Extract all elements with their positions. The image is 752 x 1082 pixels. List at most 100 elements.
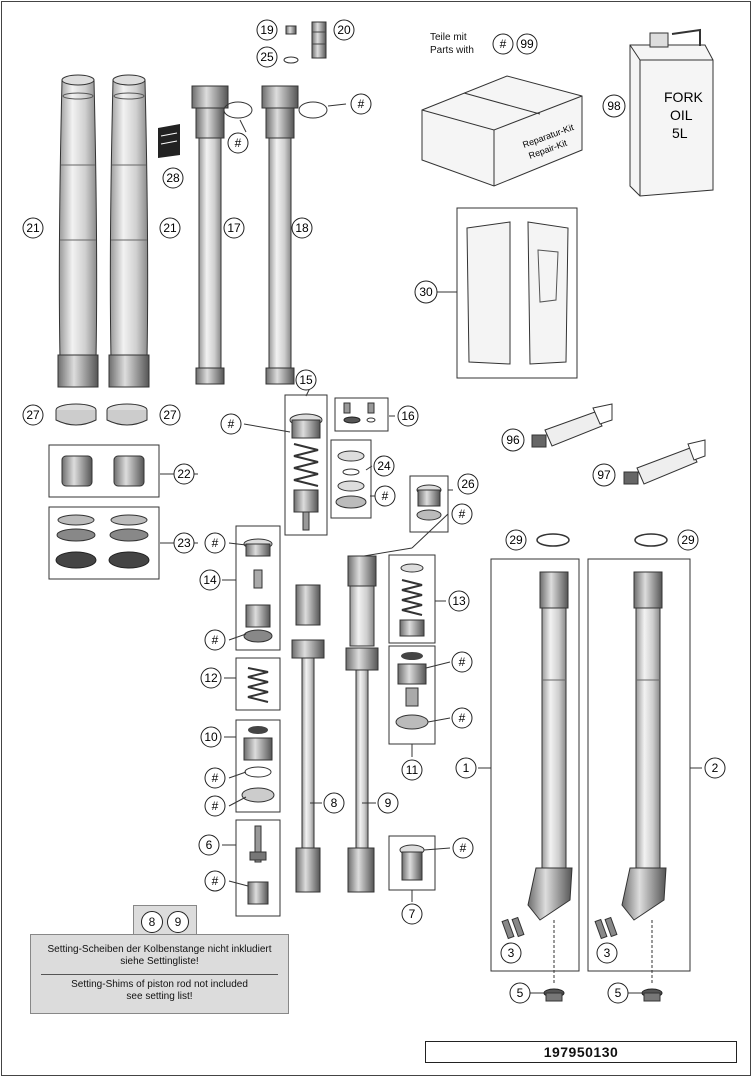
note-divider [41, 974, 278, 975]
svg-text:#: # [459, 711, 466, 725]
callout-2: 2 [704, 757, 726, 779]
callout-15: 15 [295, 369, 317, 391]
svg-text:29: 29 [681, 533, 695, 547]
oil-label-1: FORK [664, 89, 704, 105]
callout-hash-24: # [374, 485, 396, 507]
svg-text:27: 27 [26, 408, 40, 422]
piston-rod-9 [345, 555, 379, 893]
note-ref-8: 8 [141, 911, 163, 933]
fork-leg-1 [527, 571, 573, 985]
fork-bushings-27 [55, 403, 148, 426]
svg-text:21: 21 [26, 221, 40, 235]
svg-text:#: # [382, 489, 389, 503]
svg-text:21: 21 [163, 221, 177, 235]
kit-label-en: Parts with [430, 45, 474, 56]
svg-text:1: 1 [463, 761, 470, 775]
piston-rod-8 [291, 584, 325, 893]
svg-text:16: 16 [401, 409, 415, 423]
callout-29-left: 29 [505, 529, 527, 551]
spring-12 [247, 667, 269, 703]
svg-text:2: 2 [712, 761, 719, 775]
note-de-line1: Setting-Scheiben der Kolbenstange nicht … [47, 944, 272, 955]
svg-text:25: 25 [260, 50, 274, 64]
callout-27-left: 27 [22, 404, 44, 426]
piston-parts-10 [241, 726, 275, 803]
damper-assembly-15 [289, 413, 323, 531]
svg-text:#: # [212, 536, 219, 550]
note-ref-9: 9 [167, 911, 189, 933]
callout-28: 28 [162, 167, 184, 189]
spring-13 [399, 563, 425, 637]
callout-14: 14 [199, 569, 221, 591]
kit-label: Teile mit Parts with [430, 31, 474, 57]
kit-label-de: Teile mit [430, 32, 467, 43]
rings-24 [335, 450, 367, 509]
callout-17: 17 [223, 217, 245, 239]
plug-7 [399, 844, 425, 881]
outer-tube-left [57, 74, 99, 388]
screw-set-box-16 [334, 397, 389, 432]
svg-text:3: 3 [508, 946, 515, 960]
needle-parts-6 [247, 825, 269, 905]
callout-hash-10a: # [204, 767, 226, 789]
svg-text:19: 19 [260, 23, 274, 37]
callout-hash-11a: # [451, 651, 473, 673]
svg-text:97: 97 [597, 468, 611, 482]
callout-hash-11b: # [451, 707, 473, 729]
svg-text:#: # [235, 136, 242, 150]
svg-text:23: 23 [177, 536, 191, 550]
svg-text:24: 24 [377, 459, 391, 473]
svg-text:3: 3 [604, 946, 611, 960]
callout-25: 25 [256, 46, 278, 68]
o-ring-18 [298, 101, 328, 119]
callout-hash-7: # [452, 837, 474, 859]
callout-circles: 19 20 25 # # 28 21 21 17 18 98 30 15 27 … [22, 19, 726, 1004]
svg-text:8: 8 [331, 796, 338, 810]
callout-7: 7 [401, 903, 423, 925]
note-reference-box: 8 9 [133, 905, 197, 935]
callout-23: 23 [173, 532, 195, 554]
svg-text:#: # [459, 507, 466, 521]
note-en-line1: Setting-Shims of piston rod not included [71, 979, 248, 990]
callout-21-right: 21 [159, 217, 181, 239]
repair-kit-box: Reparatur-Kit Repair-Kit [421, 75, 583, 187]
callout-99: 99 [516, 33, 538, 55]
cartridge-tube-18 [261, 85, 299, 385]
note-en-line2: see setting list! [126, 991, 193, 1002]
compression-parts-14 [243, 538, 273, 643]
o-ring-17 [223, 101, 253, 119]
callout-hash-10b: # [204, 795, 226, 817]
grease-tube-96 [531, 403, 613, 448]
setting-note: Setting-Scheiben der Kolbenstange nicht … [30, 934, 289, 1014]
bolts-3-right [594, 916, 618, 940]
svg-text:10: 10 [204, 730, 218, 744]
callout-12: 12 [200, 667, 222, 689]
svg-text:29: 29 [509, 533, 523, 547]
svg-text:14: 14 [203, 573, 217, 587]
o-ring-29-right [634, 533, 668, 547]
callout-hash-17: # [227, 132, 249, 154]
fork-oil-can: FORK OIL 5L [629, 28, 714, 197]
callout-18: 18 [291, 217, 313, 239]
svg-text:11: 11 [406, 763, 419, 777]
svg-text:99: 99 [520, 37, 534, 51]
callout-27-right: 27 [159, 404, 181, 426]
oil-label-2: OIL [670, 107, 693, 123]
callout-26: 26 [457, 473, 479, 495]
callout-5-left: 5 [509, 982, 531, 1004]
callout-98: 98 [602, 94, 626, 118]
callout-hash-15: # [220, 413, 242, 435]
o-ring-29-left [536, 533, 570, 547]
callout-96: 96 [501, 428, 525, 452]
svg-text:96: 96 [506, 433, 520, 447]
callout-10: 10 [200, 726, 222, 748]
bolts-3-left [501, 916, 525, 940]
callout-3-right: 3 [596, 942, 618, 964]
callout-30: 30 [414, 280, 438, 304]
screws-16 [343, 402, 376, 424]
svg-text:22: 22 [177, 467, 191, 481]
adjuster-parts-19-20-25 [283, 21, 327, 64]
callout-hash-kit: # [492, 33, 514, 55]
svg-text:#: # [500, 37, 507, 51]
